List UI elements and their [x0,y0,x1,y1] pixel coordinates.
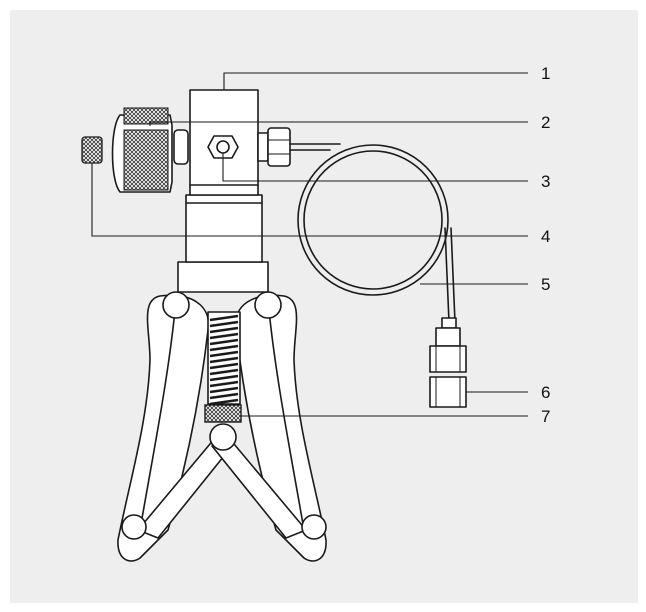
release-valve [81,136,103,164]
spring-coil [209,350,239,358]
pivot-pins [121,291,327,540]
spring-coil [209,338,239,346]
callout-3: 3 [541,172,550,191]
fine-adjust-knob [111,107,189,193]
callout-1: 1 [541,64,550,83]
leader-2 [149,121,528,126]
adapter-assembly [429,317,467,408]
adjusting-nut [204,404,242,423]
linkage [137,437,307,539]
diagram-panel [10,10,638,603]
leader-1 [223,72,528,90]
spring-coil [209,314,239,322]
spring-coil [209,398,239,406]
spring-coil [209,368,239,376]
hose-fitting [257,127,291,167]
spring-coil [209,362,239,370]
spring-coil [209,392,239,400]
leader-lines [91,72,528,417]
spring-coil [209,374,239,382]
spring-coil [209,356,239,364]
leader-3 [222,153,528,182]
pump-body [177,89,269,293]
spring [207,311,241,406]
callout-6: 6 [541,383,550,402]
spring-coil [209,326,239,334]
spring-coil [209,386,239,394]
spring-coil [209,332,239,340]
callout-2: 2 [541,113,550,132]
callout-4: 4 [541,227,550,246]
spring-coil [209,344,239,352]
hose-coil [289,143,456,323]
spring-coil [209,380,239,388]
callout-7: 7 [541,407,550,426]
spring-coil [209,320,239,328]
callout-5: 5 [541,275,550,294]
leader-4 [91,163,528,237]
